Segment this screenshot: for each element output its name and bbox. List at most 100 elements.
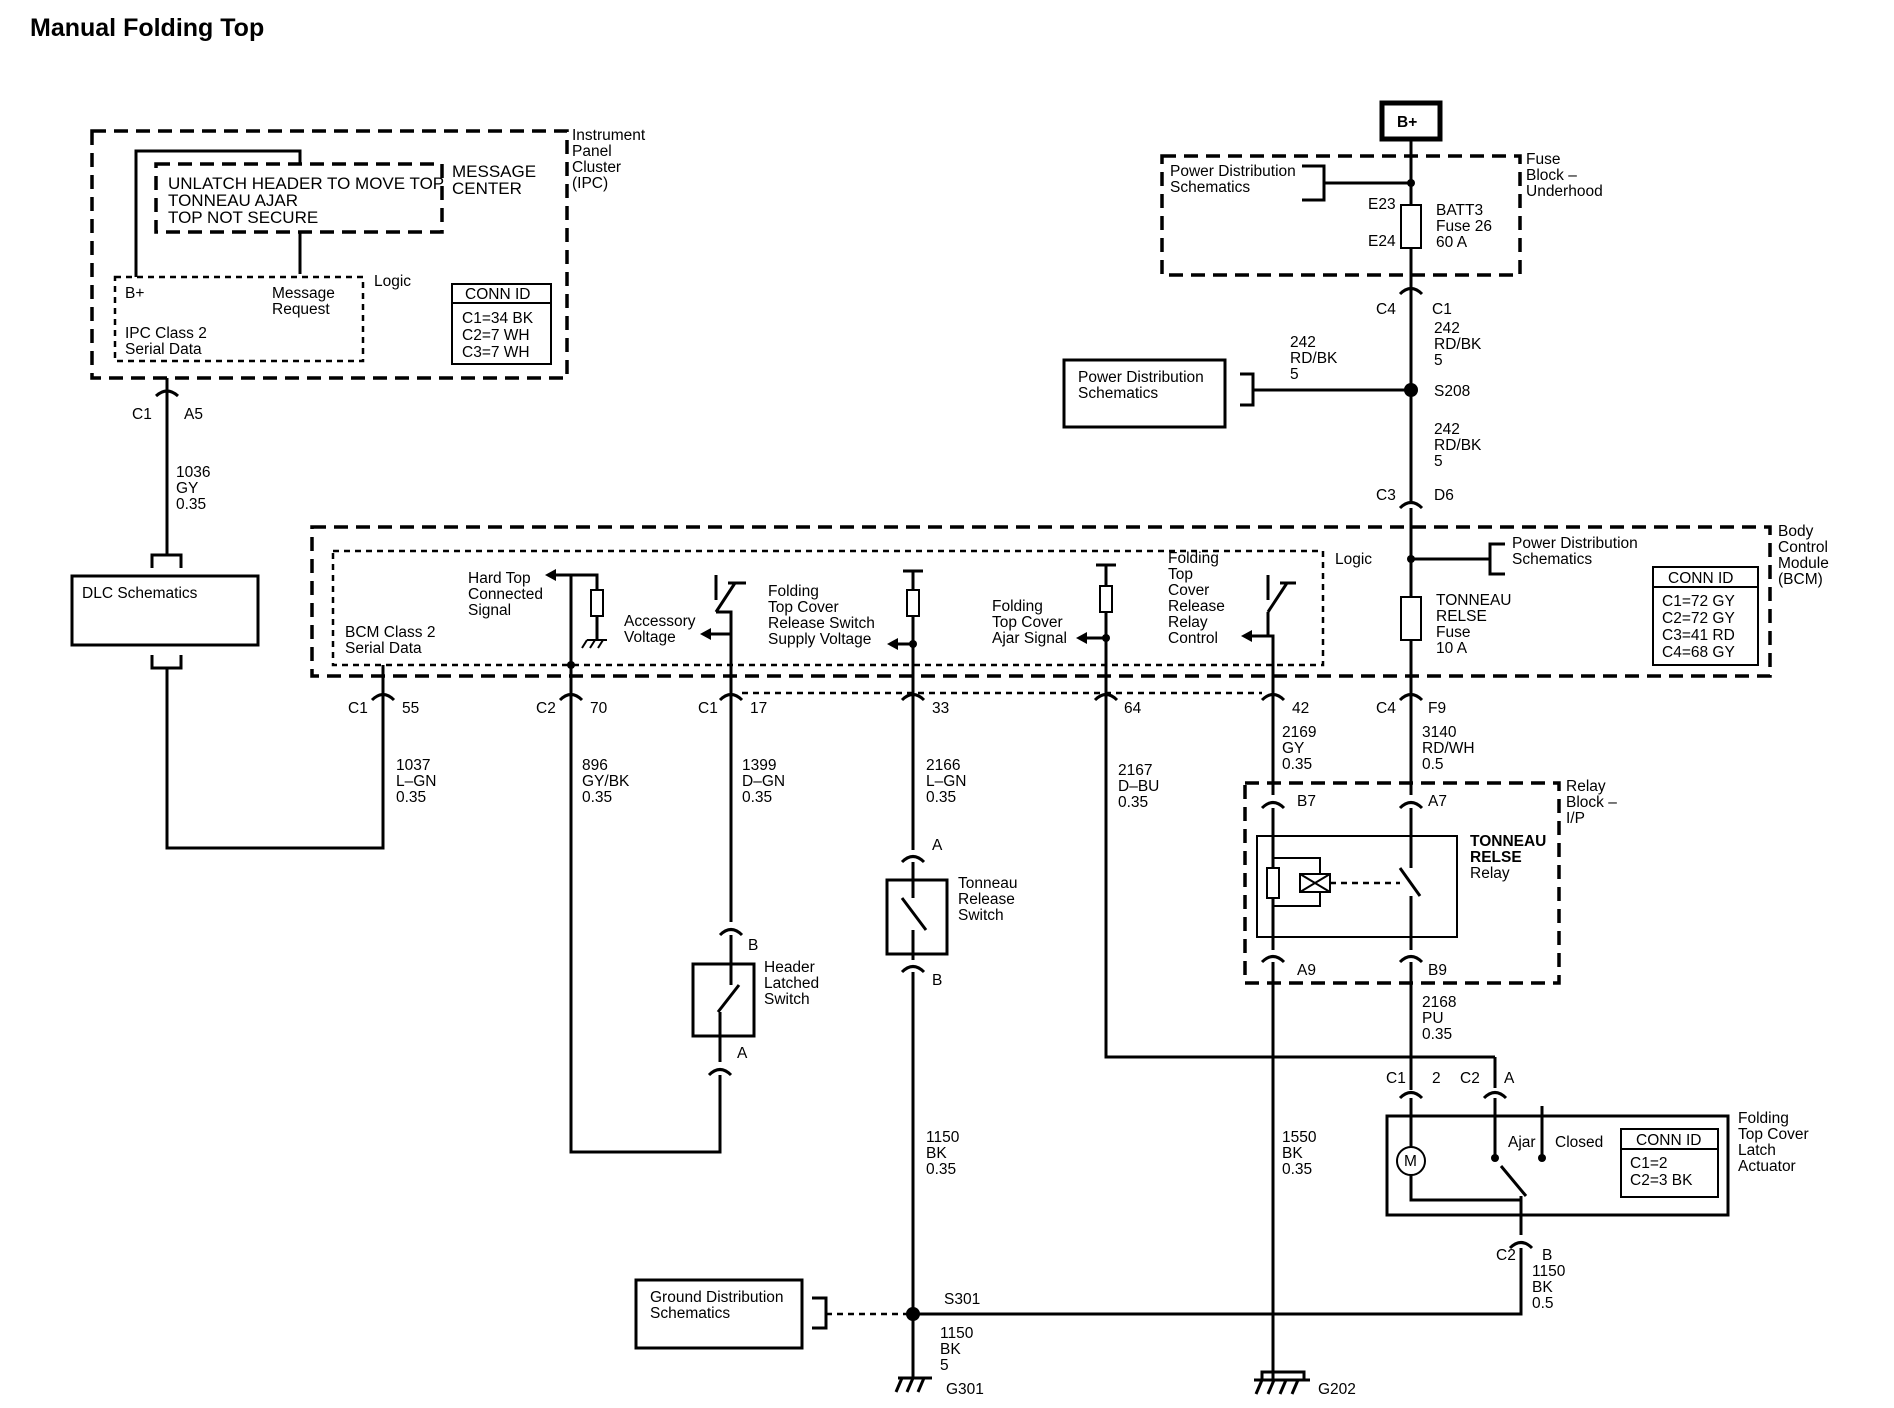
actuator-conn-id-table: CONN ID C1=2 C2=3 BK (1620, 1128, 1719, 1198)
splice-s208 (1404, 383, 1418, 397)
wire-242-right: 242 RD/BK 5 (1434, 320, 1486, 369)
svg-text:Hard Top Connected: Hard Top Connected Signal (468, 570, 547, 619)
svg-text:C3=7 WH: C3=7 WH (462, 344, 530, 361)
wire-1036-label: 1036 GY 0.35 (176, 464, 215, 513)
svg-text:G202: G202 (1318, 1381, 1356, 1398)
svg-text:55: 55 (402, 700, 419, 717)
wire-242-left: 242 RD/BK 5 (1290, 334, 1342, 383)
svg-text:Logic: Logic (1335, 551, 1372, 568)
page-title: Manual Folding Top (30, 14, 265, 42)
svg-text:C4: C4 (1376, 700, 1396, 717)
splice-s301 (906, 1307, 920, 1321)
splice-s301-label: S301 (944, 1291, 980, 1308)
svg-text:Fuse Block – Under: Fuse Block – Underhood (1526, 151, 1603, 200)
wire-896-label: 896 GY/BK 0.35 (582, 757, 634, 806)
ipc-serial-data: IPC Class 2 Serial Data (125, 325, 211, 358)
svg-text:Folding Top Cover: Folding Top Cover Latch Actuator (1738, 1110, 1813, 1175)
svg-text:C1=72 GY: C1=72 GY (1662, 593, 1735, 610)
battery-terminal: B+ (1379, 100, 1443, 142)
ipc-module-label: Instrument Panel Cluster (IPC) (572, 127, 650, 192)
svg-text:Header Latched Swi: Header Latched Switch (764, 959, 823, 1008)
folding-top-cover-latch-actuator: C1 2 C2 A Folding Top Cover Latch Actuat… (1385, 1057, 1813, 1264)
wire-1150a-label: 1150 BK 0.35 (926, 1129, 964, 1178)
svg-text:C1: C1 (348, 700, 368, 717)
wire-2167-label: 2167 D–BU 0.35 (1118, 762, 1164, 811)
svg-text:33: 33 (932, 700, 949, 717)
svg-text:Folding Top Cover: Folding Top Cover Ajar Signal (992, 598, 1067, 647)
svg-text:C3=41 RD: C3=41 RD (1662, 627, 1735, 644)
svg-text:2: 2 (1432, 1070, 1441, 1087)
ipc-module: Instrument Panel Cluster (IPC) UNLATCH H… (90, 127, 650, 380)
svg-text:Tonneau Release Sw: Tonneau Release Switch (958, 875, 1022, 924)
ipc-message-request: Message Request (272, 285, 339, 318)
svg-text:42: 42 (1292, 700, 1309, 717)
svg-text:A: A (1504, 1070, 1515, 1087)
bcm-c3-connector: C3 D6 (1376, 487, 1454, 510)
dlc-schematics-box: DLC Schematics (70, 553, 385, 850)
svg-text:Closed: Closed (1555, 1134, 1603, 1151)
svg-text:C1: C1 (1386, 1070, 1406, 1087)
tonneau-relse-fuse (1400, 596, 1422, 641)
svg-text:Ground Distribution Sche: Ground Distribution Schematics (650, 1289, 788, 1322)
ground-g202: G202 (1254, 1326, 1356, 1398)
svg-text:C2=7 WH: C2=7 WH (462, 327, 530, 344)
svg-text:Relay Block – I/P: Relay Block – I/P (1566, 778, 1621, 827)
fuse-block-underhood: Fuse Block – Underhood Power Distributio… (1160, 151, 1603, 277)
wire-1150b-label: 1150 BK 5 (940, 1325, 978, 1374)
bcm-conn-id-table: CONN ID C1=72 GY C2=72 GY C3=41 RD C4=68… (1652, 566, 1759, 666)
svg-text:C3: C3 (1376, 487, 1396, 504)
svg-text:64: 64 (1124, 700, 1142, 717)
svg-text:CONN ID: CONN ID (465, 286, 530, 303)
svg-text:Power Distribution Schem: Power Distribution Schematics (1078, 369, 1208, 402)
svg-text:DLC Schematics: DLC Schematics (82, 585, 198, 602)
svg-text:Body Control Modul: Body Control Module (BCM) (1778, 523, 1833, 588)
svg-text:F9: F9 (1428, 700, 1446, 717)
power-distribution-box: Power Distribution Schematics (1062, 358, 1255, 429)
tonneau-release-switch: A B Tonneau Release Switch (885, 837, 1022, 989)
ground-g301: G301 (894, 1376, 984, 1398)
svg-text:A: A (932, 837, 943, 854)
batt3-fuse (1400, 204, 1422, 249)
wire-3140-label: 3140 RD/WH 0.5 (1422, 724, 1479, 773)
svg-text:C1: C1 (698, 700, 718, 717)
tonneau-relse-relay (1256, 835, 1458, 938)
svg-text:M: M (1404, 1153, 1417, 1170)
wire-1037-label: 1037 L–GN 0.35 (396, 757, 441, 806)
svg-text:Folding Top Cover: Folding Top Cover Release Switch Supply … (768, 583, 879, 648)
svg-text:G301: G301 (946, 1381, 984, 1398)
svg-text:BATT3 Fuse 26 60 A: BATT3 Fuse 26 60 A (1436, 202, 1496, 251)
svg-text:Accessory Voltage: Accessory Voltage (624, 613, 700, 646)
svg-text:Folding Top Cover: Folding Top Cover Release Relay Control (1168, 550, 1229, 647)
svg-text:E23: E23 (1368, 196, 1396, 213)
svg-text:B7: B7 (1297, 793, 1316, 810)
svg-text:Ajar: Ajar (1508, 1134, 1536, 1151)
svg-text:B9: B9 (1428, 962, 1447, 979)
svg-text:CONN ID: CONN ID (1668, 570, 1733, 587)
svg-text:TONNEAU RELSE Rela: TONNEAU RELSE Relay (1470, 833, 1551, 882)
svg-text:C2=72 GY: C2=72 GY (1662, 610, 1735, 627)
svg-text:A7: A7 (1428, 793, 1447, 810)
svg-text:C1: C1 (1432, 301, 1452, 318)
header-latched-switch: B A Header Latched Switch (691, 928, 823, 1077)
svg-text:B: B (1542, 1247, 1552, 1264)
svg-text:D6: D6 (1434, 487, 1454, 504)
svg-text:C4: C4 (1376, 301, 1396, 318)
svg-text:TONNEAU RELSE Fuse: TONNEAU RELSE Fuse 10 A (1436, 592, 1516, 657)
svg-text:A5: A5 (184, 406, 203, 423)
ipc-bplus-label: B+ (125, 285, 144, 302)
ground-distribution-box: Ground Distribution Schematics (634, 1278, 913, 1350)
svg-text:B+: B+ (1397, 114, 1417, 131)
wire-1399-label: 1399 D–GN 0.35 (742, 757, 789, 806)
svg-text:BCM Class 2 Serial Data: BCM Class 2 Serial Data (345, 624, 440, 657)
svg-text:B: B (748, 937, 758, 954)
ipc-message-list: UNLATCH HEADER TO MOVE TOP TONNEAU AJAR … (168, 174, 449, 227)
ipc-conn-id-table: CONN ID C1=34 BK C2=7 WH C3=7 WH (451, 283, 552, 365)
svg-text:A9: A9 (1297, 962, 1316, 979)
fuse-block-connector: C4 C1 (1376, 287, 1452, 318)
svg-text:C4=68 GY: C4=68 GY (1662, 644, 1735, 661)
svg-text:B: B (932, 972, 942, 989)
svg-text:C1=34 BK: C1=34 BK (462, 310, 534, 327)
svg-text:C2: C2 (536, 700, 556, 717)
wire-242-lower: 242 RD/BK 5 (1434, 421, 1486, 470)
